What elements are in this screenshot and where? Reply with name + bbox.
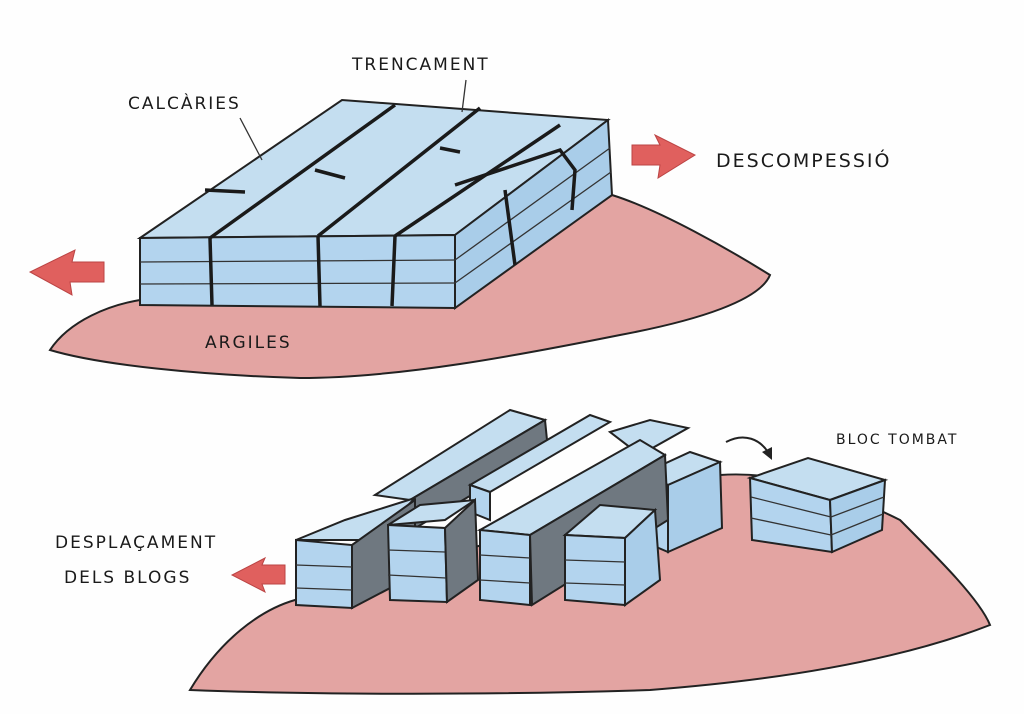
block xyxy=(564,533,626,607)
label-decompression: DESCOMPESSIÓ xyxy=(716,150,892,172)
limestone-front-face xyxy=(139,233,456,310)
fracture-lines xyxy=(204,103,577,307)
label-toppled-block: BLOC TOMBAT xyxy=(836,432,959,448)
bottom-scene xyxy=(188,408,992,695)
label-limestone: CALCÀRIES xyxy=(128,94,241,114)
block xyxy=(667,460,724,554)
block xyxy=(479,528,531,607)
block xyxy=(295,497,416,541)
label-displacement-line1: DESPLAÇAMENT xyxy=(55,533,218,553)
arrow-left-icon xyxy=(28,249,105,296)
fracture-leader xyxy=(461,79,467,113)
top-scene xyxy=(28,79,772,380)
label-clays: ARGILES xyxy=(205,333,292,353)
topple-arrowhead-icon xyxy=(762,447,772,460)
block xyxy=(386,523,449,604)
block xyxy=(624,507,662,607)
label-displacement-line2: DELS BLOGS xyxy=(64,568,192,588)
brick-lines-top xyxy=(139,147,612,285)
topple-arrow-icon xyxy=(725,436,769,453)
limestone-leader xyxy=(239,117,263,161)
brick-lines-bottom xyxy=(295,496,885,591)
arrow-left-icon-bottom xyxy=(230,556,286,594)
block-shadow xyxy=(443,497,480,604)
label-fracture: TRENCAMENT xyxy=(352,55,490,75)
block xyxy=(295,538,353,610)
arrow-right-icon xyxy=(631,133,697,179)
